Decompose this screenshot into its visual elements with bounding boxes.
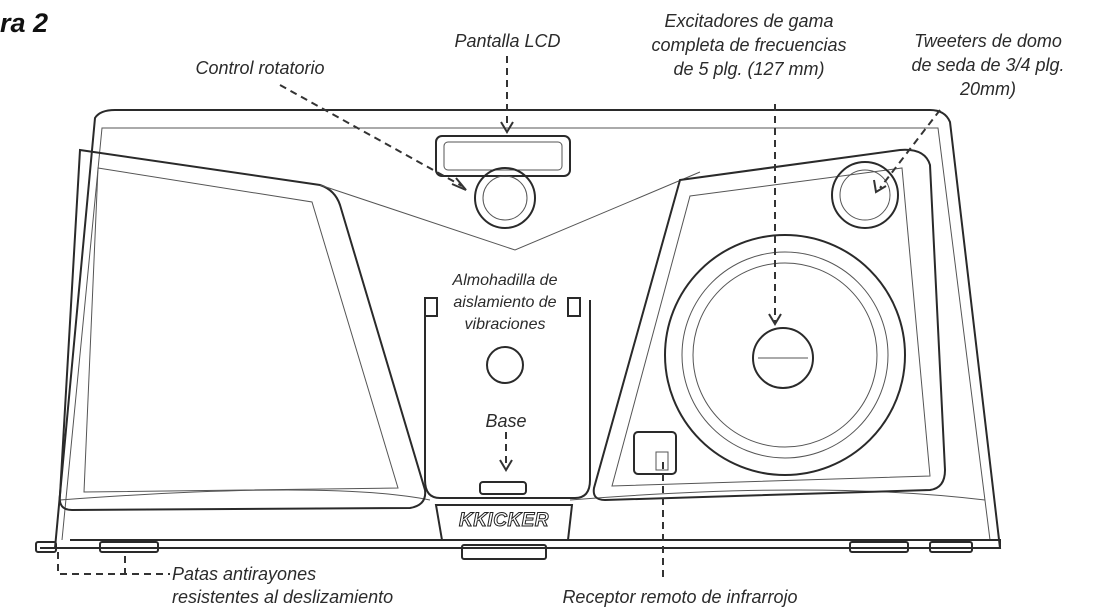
outer-housing <box>53 109 1002 549</box>
foot-center <box>461 544 547 560</box>
woofer-surround <box>664 234 906 476</box>
rotary-knob <box>474 167 536 229</box>
tweeter-arrowhead <box>873 179 887 194</box>
foot-left-1 <box>35 541 57 553</box>
dock-connector <box>479 481 527 495</box>
label-lcd: Pantalla LCD <box>454 31 561 51</box>
knob-arrowhead <box>451 177 467 191</box>
base-arrowhead <box>499 459 513 472</box>
left-grille-outer <box>58 148 427 512</box>
label-ir: Receptor remoto de infrarrojo <box>562 587 798 607</box>
ir-receiver-window <box>655 451 669 471</box>
vibration-pad <box>486 346 524 384</box>
left-grille-inner <box>83 167 399 493</box>
lcd-arrowhead <box>500 121 514 134</box>
cradle-tab-left <box>424 297 438 317</box>
drivers-arrowhead <box>768 313 782 326</box>
foot-right-2 <box>929 541 973 553</box>
right-grille-inner <box>611 167 931 487</box>
foot-left-2 <box>99 541 159 553</box>
figure-title: ra 2 <box>0 8 49 38</box>
brand-plate <box>434 504 574 541</box>
label-knob: Control rotatorio <box>195 58 325 78</box>
rotary-knob-inner <box>482 175 528 221</box>
label-feet-line1: Patas antirayones <box>172 564 317 584</box>
dock-cradle <box>424 300 591 499</box>
ir-receiver <box>633 431 677 475</box>
label-tweeter-line3: 20mm) <box>959 79 1016 99</box>
lcd-screen-inner <box>443 141 563 171</box>
label-drivers-line1: Excitadores de gama <box>664 11 834 31</box>
knob-leader <box>279 84 463 187</box>
feet-leader <box>57 552 170 575</box>
label-pad-line2: aislamiento de <box>453 294 557 311</box>
brand-logo: KKICKER <box>458 510 550 532</box>
right-grille-outer <box>592 148 947 502</box>
woofer-dust-cap <box>752 327 814 389</box>
foot-right-1 <box>849 541 909 553</box>
top-ridge <box>319 171 701 251</box>
label-drivers-line3: de 5 plg. (127 mm) <box>673 59 825 79</box>
label-feet-line2: resistentes al deslizamiento <box>172 587 394 607</box>
label-drivers-line2: completa de frecuencias <box>651 35 847 55</box>
label-tweeter-line2: de seda de 3/4 plg. <box>911 55 1065 75</box>
woofer-cone <box>681 251 889 459</box>
label-tweeter-line1: Tweeters de domo <box>914 31 1062 51</box>
bottom-inner-band <box>59 489 986 501</box>
woofer-cone-ring <box>692 262 878 448</box>
tweeter <box>831 161 899 229</box>
inner-housing <box>61 127 991 541</box>
tweeter-leader <box>879 109 941 189</box>
tweeter-inner <box>839 169 891 221</box>
cradle-tab-right <box>567 297 581 317</box>
label-base: Base <box>485 411 527 431</box>
label-pad-line1: Almohadilla de <box>452 272 558 289</box>
label-pad-line3: vibraciones <box>464 316 546 333</box>
